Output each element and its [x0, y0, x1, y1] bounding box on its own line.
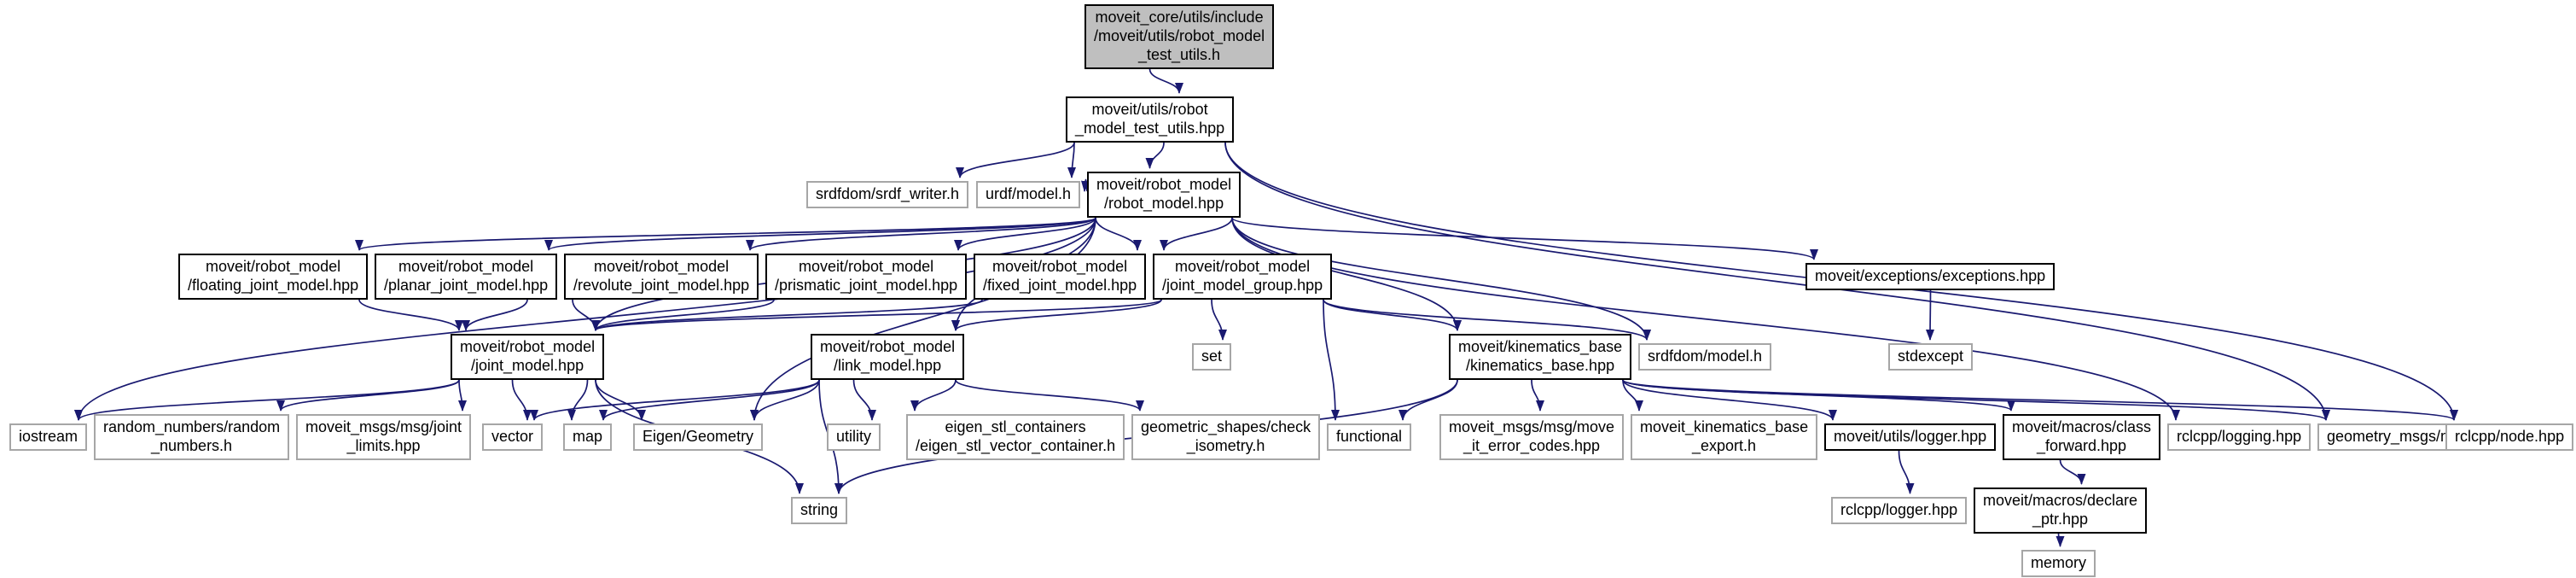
graph-node-joint_model[interactable]: moveit/robot_model /joint_model.hpp	[451, 334, 605, 380]
include-edge-declare_ptr--memory	[2056, 533, 2065, 547]
graph-node-planar[interactable]: moveit/robot_model /planar_joint_model.h…	[375, 254, 558, 300]
include-edge-robot_model--srdf_model	[1231, 217, 1651, 341]
include-edge-joint_model--eigen_geometry	[595, 379, 646, 421]
include-edge-link_model--map	[599, 379, 820, 421]
graph-node-memory: memory	[2021, 550, 2096, 577]
include-edge-kinematics_base--move_it_error_codes	[1531, 379, 1544, 412]
graph-node-link_model[interactable]: moveit/robot_model /link_model.hpp	[811, 334, 965, 380]
include-edge-robot_model--iostream	[74, 217, 1096, 421]
graph-node-kinematics_base[interactable]: moveit/kinematics_base /kinematics_base.…	[1449, 334, 1632, 380]
include-edge-link_model--utility	[852, 379, 876, 421]
graph-node-srdf_writer: srdfdom/srdf_writer.h	[806, 181, 969, 208]
graph-node-floating[interactable]: moveit/robot_model /floating_joint_model…	[178, 254, 369, 300]
graph-node-srdf_model: srdfdom/model.h	[1638, 343, 1772, 371]
include-edge-prismatic--joint_model	[591, 299, 775, 331]
graph-node-revolute[interactable]: moveit/robot_model /revolute_joint_model…	[564, 254, 759, 300]
include-edge-fixed--joint_model	[591, 299, 983, 331]
include-edge-test_utils_hpp--robot_model	[1145, 142, 1165, 169]
include-edge-robot_model--kinematics_base	[1231, 217, 1462, 331]
include-edge-test_utils_h--test_utils_hpp	[1148, 68, 1183, 94]
graph-node-stdexcept: stdexcept	[1888, 343, 1974, 371]
graph-node-rclcpp_logging: rclcpp/logging.hpp	[2167, 423, 2311, 451]
graph-node-eigen_stl: eigen_stl_containers /eigen_stl_vector_c…	[906, 414, 1125, 460]
include-edge-robot_model--fixed	[1095, 217, 1142, 251]
include-edge-joint_model--map	[567, 379, 589, 421]
include-edge-exceptions--stdexcept	[1926, 289, 1935, 341]
graph-node-iostream: iostream	[9, 423, 88, 451]
include-edge-jmg--functional	[1323, 299, 1340, 421]
graph-node-map: map	[563, 423, 613, 451]
graph-node-set: set	[1192, 343, 1232, 371]
include-edge-robot_model--planar	[544, 217, 1096, 251]
include-edge-link_model--vector	[530, 379, 820, 421]
graph-node-test_utils_hpp[interactable]: moveit/utils/robot _model_test_utils.hpp	[1066, 96, 1235, 143]
include-edge-planar--joint_model	[462, 299, 528, 331]
graph-node-joint_limits: moveit_msgs/msg/joint _limits.hpp	[296, 414, 472, 460]
graph-node-logger[interactable]: moveit/utils/logger.hpp	[1824, 423, 1997, 451]
graph-node-kb_export: moveit_kinematics_base _export.h	[1631, 414, 1818, 460]
include-edge-jmg--set	[1211, 299, 1227, 341]
include-edge-link_model--eigen_geometry	[750, 379, 820, 421]
include-edge-joint_model--joint_limits	[457, 379, 467, 412]
graph-node-move_it_error_codes: moveit_msgs/msg/move _it_error_codes.hpp	[1439, 414, 1625, 460]
graph-node-jmg[interactable]: moveit/robot_model /joint_model_group.hp…	[1153, 254, 1333, 300]
include-edge-test_utils_hpp--urdf_model	[1067, 142, 1077, 178]
graph-node-string: string	[791, 497, 848, 524]
include-edge-robot_model--eigen_geometry	[750, 217, 1096, 421]
graph-node-fixed[interactable]: moveit/robot_model /fixed_joint_model.hp…	[974, 254, 1147, 300]
include-edge-robot_model--jmg	[1160, 217, 1233, 251]
graph-node-class_forward[interactable]: moveit/macros/class _forward.hpp	[2003, 414, 2161, 460]
graph-node-rclcpp_node: rclcpp/node.hpp	[2445, 423, 2574, 451]
include-edge-test_utils_hpp--srdf_writer	[956, 142, 1075, 178]
include-edge-jmg--link_model	[951, 299, 1162, 331]
include-edge-joint_model--random_numbers	[276, 379, 460, 412]
include-edge-kinematics_base--logger	[1622, 379, 1837, 421]
graph-node-exceptions[interactable]: moveit/exceptions/exceptions.hpp	[1806, 263, 2056, 290]
graph-node-rclcpp_logger: rclcpp/logger.hpp	[1831, 497, 1968, 524]
include-edge-robot_model--urdf_model	[1081, 178, 1090, 192]
include-edge-robot_model--revolute	[746, 217, 1096, 251]
include-edge-link_model--check_isometry	[955, 379, 1144, 412]
include-edge-robot_model--prismatic	[954, 217, 1096, 251]
graph-node-check_isometry: geometric_shapes/check _isometry.h	[1131, 414, 1321, 460]
graph-node-eigen_geometry: Eigen/Geometry	[633, 423, 764, 451]
include-edge-link_model--eigen_stl	[910, 379, 957, 412]
include-edge-jmg--joint_model	[591, 299, 1162, 331]
include-edge-floating--joint_model	[358, 299, 463, 331]
include-edge-logger--rclcpp_logger	[1898, 450, 1915, 494]
graph-node-vector: vector	[482, 423, 544, 451]
graph-node-test_utils_h: moveit_core/utils/include /moveit/utils/…	[1084, 4, 1275, 69]
graph-node-utility: utility	[827, 423, 881, 451]
graph-node-urdf_model: urdf/model.h	[976, 181, 1081, 208]
graph-node-random_numbers: random_numbers/random _numbers.h	[94, 414, 290, 460]
graph-node-prismatic[interactable]: moveit/robot_model /prismatic_joint_mode…	[765, 254, 968, 300]
include-edge-test_utils_hpp--pose	[1224, 142, 2330, 421]
graph-node-declare_ptr[interactable]: moveit/macros/declare _ptr.hpp	[1974, 488, 2148, 534]
include-edge-kinematics_base--kb_export	[1622, 379, 1643, 412]
include-edge-jmg--srdf_model	[1323, 299, 1651, 341]
include-edge-class_forward--declare_ptr	[2059, 459, 2086, 485]
graph-node-robot_model[interactable]: moveit/robot_model /robot_model.hpp	[1087, 172, 1241, 218]
include-edge-joint_model--vector	[511, 379, 532, 421]
graph-node-functional: functional	[1327, 423, 1412, 451]
include-edge-robot_model--floating	[355, 217, 1096, 251]
include-edge-revolute--joint_model	[572, 299, 600, 331]
include-edge-kinematics_base--rclcpp_node	[1622, 379, 2458, 421]
include-edge-robot_model--exceptions	[1231, 217, 1818, 260]
